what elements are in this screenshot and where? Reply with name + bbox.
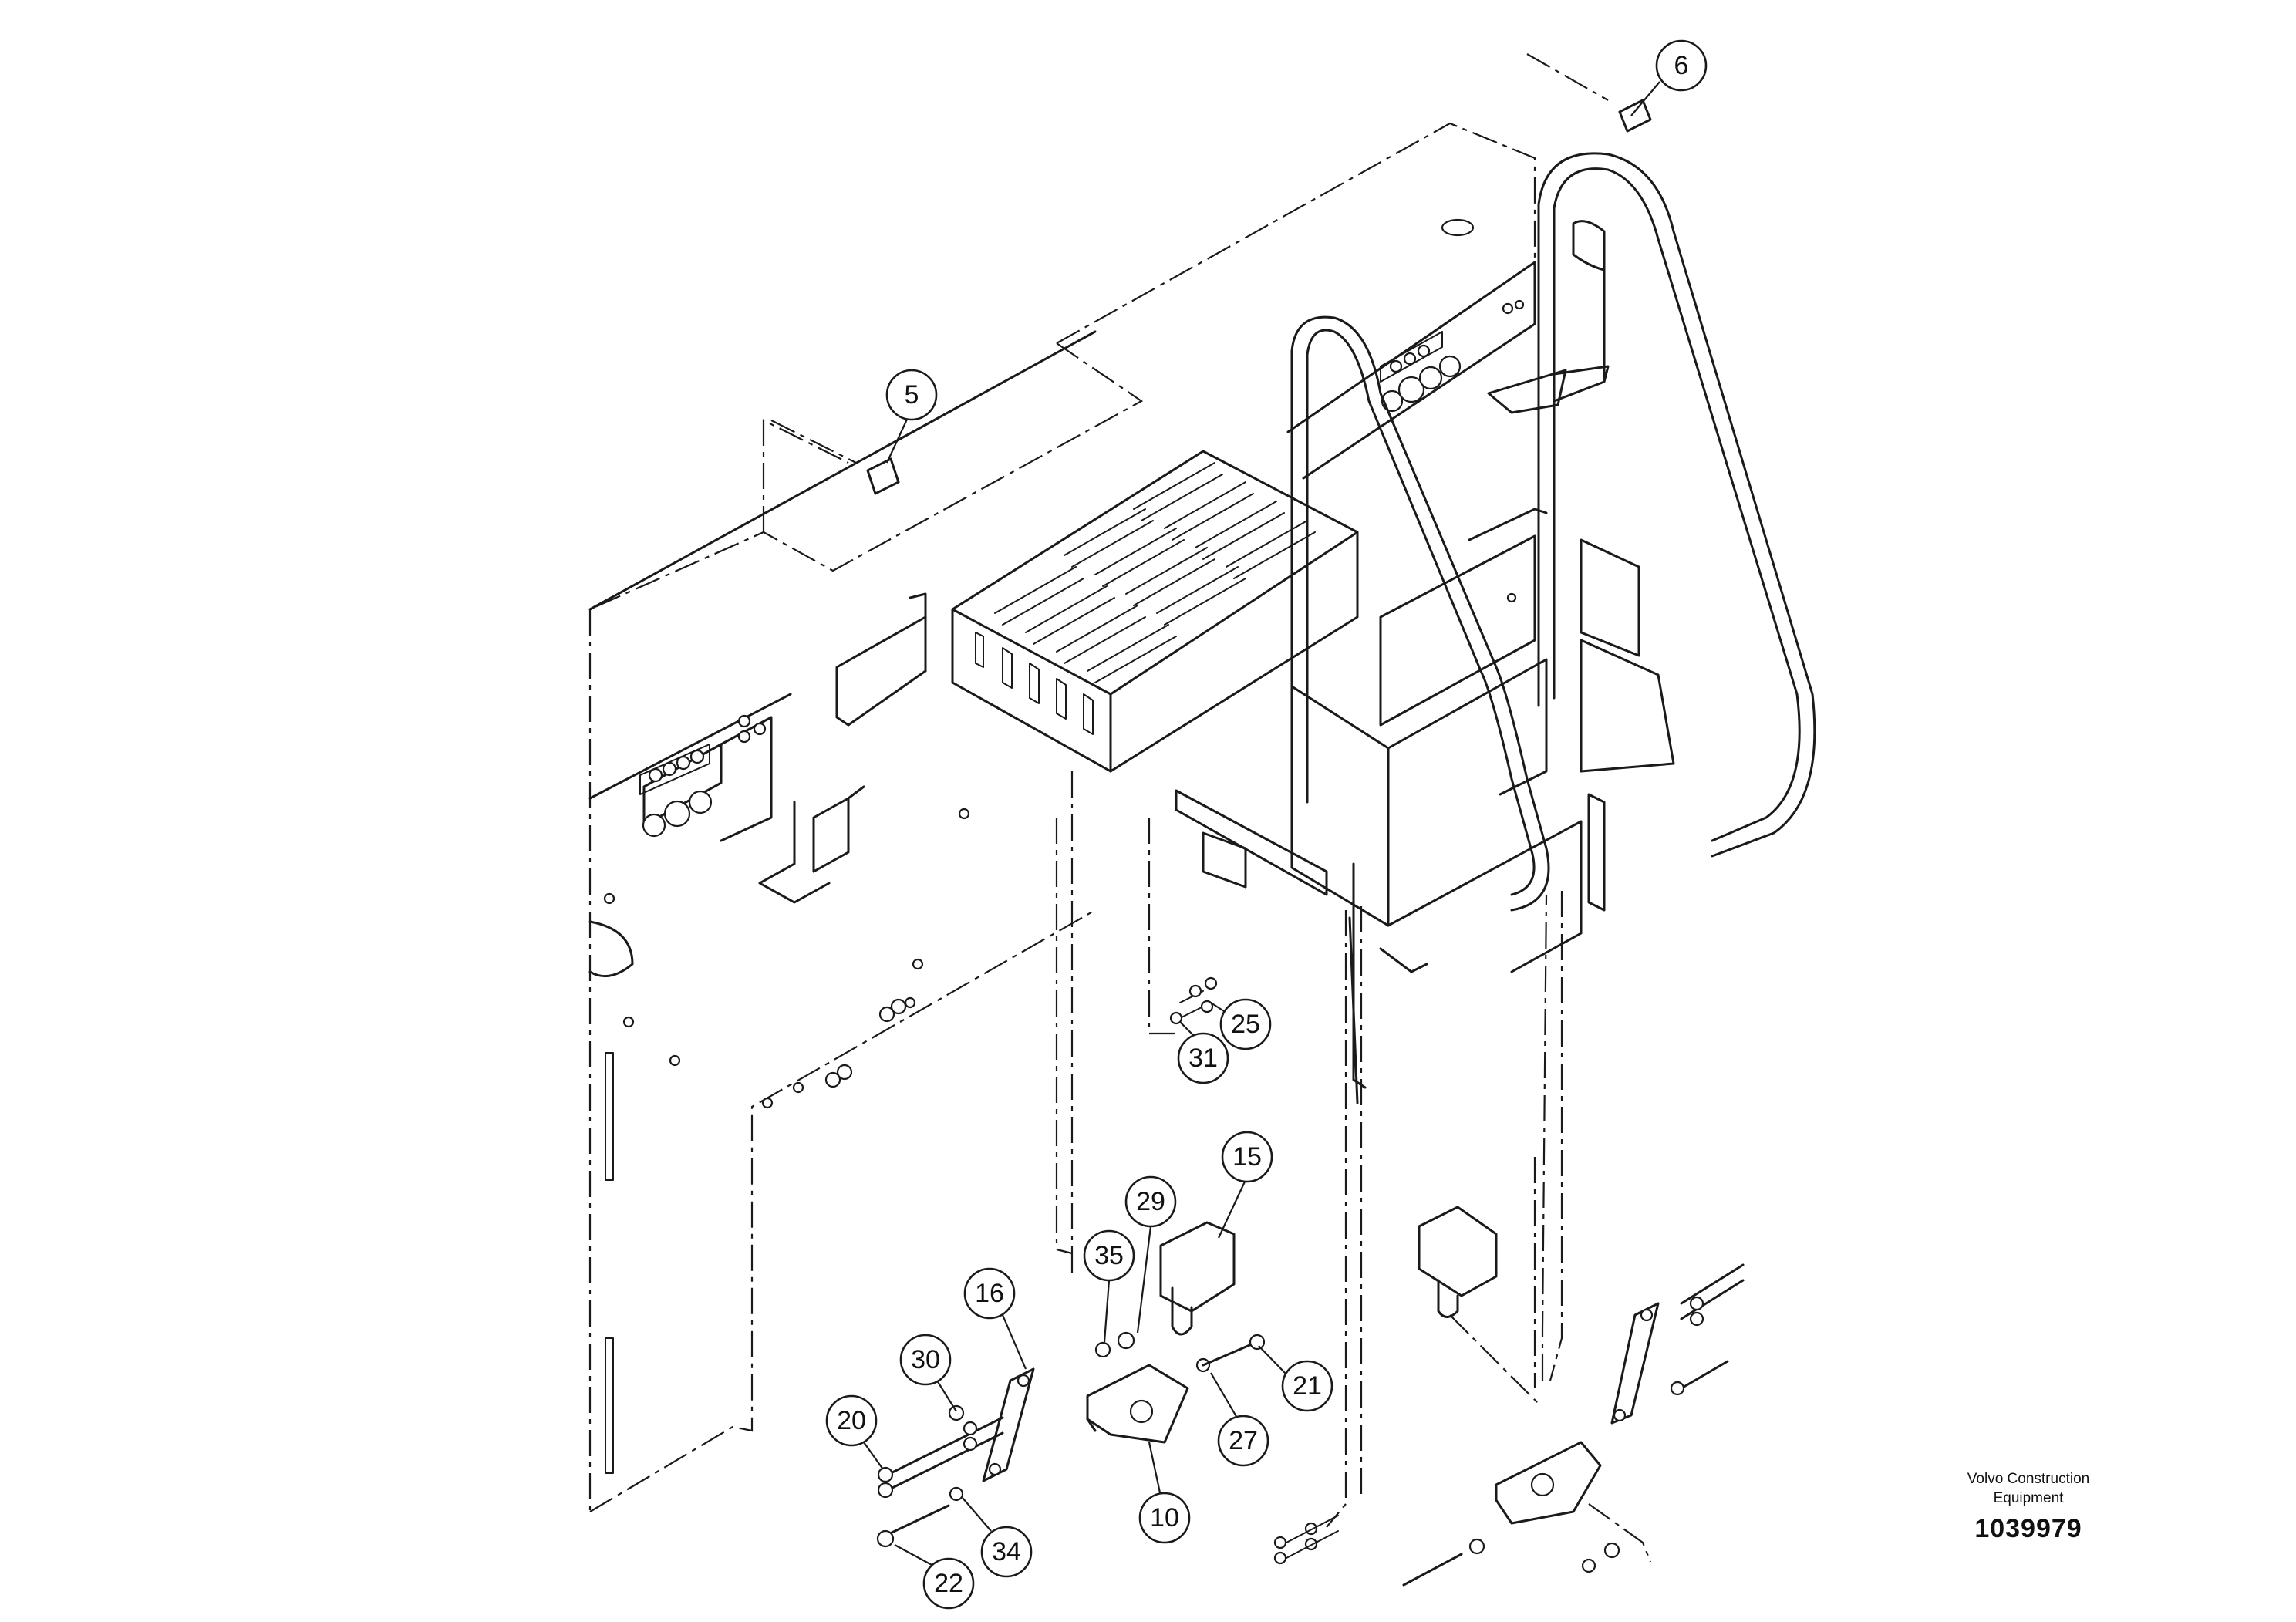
callout-29: 29 bbox=[1124, 1175, 1177, 1334]
grating-slots bbox=[994, 462, 1316, 683]
fastener-set-bottom-center bbox=[1273, 1515, 1339, 1565]
connector-block-left bbox=[639, 744, 713, 838]
callout-25: 25 bbox=[1210, 998, 1272, 1050]
callout-21: 21 bbox=[1258, 1345, 1333, 1412]
callout-label-15: 15 bbox=[1232, 1142, 1262, 1172]
credit-company-line1: Volvo Construction bbox=[1967, 1471, 2090, 1487]
callout-label-35: 35 bbox=[1094, 1241, 1124, 1270]
rubber-stop-15 bbox=[1159, 1221, 1236, 1336]
clamp-bracket-10 bbox=[1086, 1364, 1189, 1444]
callout-30: 30 bbox=[899, 1334, 957, 1412]
callout-label-21: 21 bbox=[1293, 1371, 1322, 1401]
link-bar-16 bbox=[982, 1367, 1035, 1482]
drawing-credit-block: Volvo Construction Equipment 1039979 bbox=[1944, 1469, 2113, 1544]
callout-27: 27 bbox=[1210, 1372, 1269, 1467]
callout-20: 20 bbox=[825, 1394, 884, 1470]
callout-5: 5 bbox=[866, 369, 938, 495]
callout-label-5: 5 bbox=[905, 380, 919, 410]
callout-16: 16 bbox=[963, 1267, 1027, 1370]
small-bracket bbox=[758, 785, 865, 904]
callout-22: 22 bbox=[894, 1544, 975, 1610]
machine-panel-outline bbox=[588, 53, 1652, 1563]
fastener-set-upper bbox=[1169, 976, 1218, 1025]
small-hardware bbox=[948, 1331, 1266, 1421]
fastener-set-right bbox=[1402, 1263, 1745, 1587]
callout-15: 15 bbox=[1218, 1131, 1273, 1239]
callout-label-30: 30 bbox=[911, 1345, 940, 1374]
fastener-set-lower-left bbox=[876, 1416, 1004, 1548]
callouts: 6 5 25 31 15 29 bbox=[825, 39, 1708, 1610]
callout-31: 31 bbox=[1177, 1021, 1229, 1084]
center-support-box bbox=[1290, 299, 1675, 1104]
left-wall-section bbox=[588, 330, 1097, 1474]
credit-company-line2: Equipment bbox=[1993, 1490, 2064, 1506]
callout-35: 35 bbox=[1083, 1229, 1135, 1343]
callout-34: 34 bbox=[962, 1497, 1033, 1578]
callout-label-25: 25 bbox=[1231, 1010, 1260, 1039]
callout-label-22: 22 bbox=[934, 1569, 963, 1598]
callout-label-34: 34 bbox=[992, 1537, 1021, 1566]
callout-label-31: 31 bbox=[1188, 1044, 1218, 1073]
callout-label-27: 27 bbox=[1229, 1426, 1258, 1455]
callout-label-6: 6 bbox=[1674, 51, 1689, 80]
callout-label-20: 20 bbox=[837, 1406, 866, 1435]
rubber-stop-right bbox=[1418, 1206, 1498, 1318]
drawing-number: 1039979 bbox=[1974, 1514, 2082, 1543]
callout-label-29: 29 bbox=[1136, 1187, 1165, 1216]
right-upper-panel bbox=[1286, 218, 1567, 480]
callout-10: 10 bbox=[1138, 1442, 1191, 1544]
callout-label-16: 16 bbox=[975, 1279, 1004, 1308]
callout-6: 6 bbox=[1618, 39, 1708, 133]
callout-label-10: 10 bbox=[1150, 1503, 1179, 1533]
link-bar-right bbox=[1610, 1302, 1660, 1425]
handrail bbox=[1290, 152, 1816, 912]
step-platform bbox=[835, 450, 1359, 896]
clamp-bracket-right bbox=[1495, 1441, 1602, 1525]
